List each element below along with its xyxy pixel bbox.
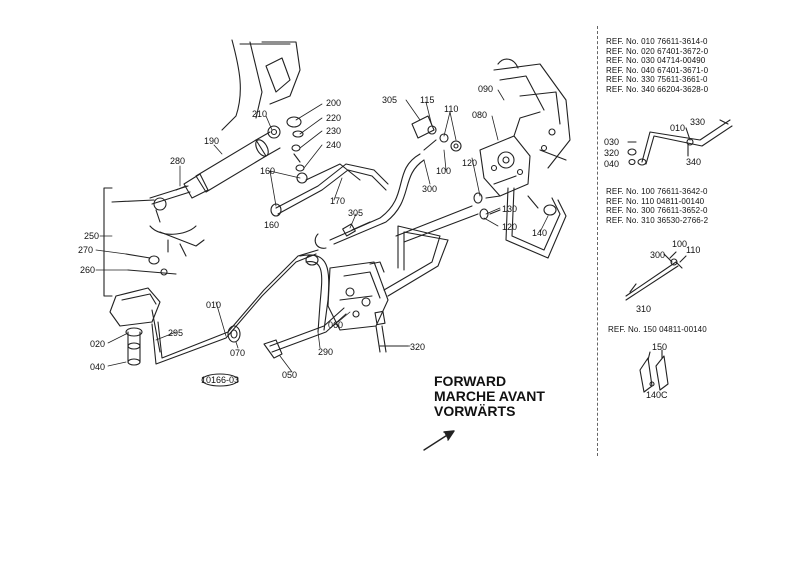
steering-gear-body — [109, 287, 161, 366]
label-210: 210 — [252, 109, 267, 119]
label-020: 020 — [90, 339, 105, 349]
diagram-code-badge: 10166-03 — [201, 373, 239, 387]
label-100: 100 — [436, 166, 451, 176]
label-115: 115 — [420, 95, 434, 105]
detail-label-110: 110 — [686, 245, 700, 255]
panel-divider — [597, 26, 598, 456]
label-260: 260 — [80, 265, 95, 275]
pipe-300 — [329, 153, 425, 245]
label-010: 010 — [206, 300, 221, 310]
ref-group-2: REF. No. 100 76611-3642-0 REF. No. 110 0… — [606, 187, 708, 225]
bolt-set-200-240 — [286, 116, 305, 172]
detail-label-340: 340 — [686, 157, 701, 167]
label-305-upper: 305 — [382, 95, 397, 105]
direction-line-fr: MARCHE AVANT — [434, 388, 545, 404]
detail-label-300: 300 — [650, 250, 665, 260]
detail-pipe-010-330-340 — [627, 119, 733, 166]
label-060: 060 — [328, 320, 343, 330]
label-295: 295 — [168, 328, 183, 338]
pipe-290 — [299, 254, 330, 333]
label-110: 110 — [444, 104, 458, 114]
label-270: 270 — [78, 245, 93, 255]
ref-line: REF. No. 330 75611-3661-0 — [606, 75, 708, 85]
ref-line: REF. No. 150 04811-00140 — [608, 325, 707, 334]
label-160-lower: 160 — [264, 220, 279, 230]
detail-labels: 010 330 030 320 040 340 100 300 110 310 … — [604, 117, 705, 400]
ref-group-1: REF. No. 010 76611-3614-0 REF. No. 020 6… — [606, 37, 708, 95]
fitting-305-115-top — [411, 115, 462, 152]
label-120-upper: 120 — [462, 158, 477, 168]
ref-line: REF. No. 110 04811-00140 — [606, 196, 705, 206]
label-300: 300 — [422, 184, 437, 194]
right-housing-outline — [493, 58, 571, 169]
label-140: 140 — [532, 228, 547, 238]
label-050: 050 — [282, 370, 297, 380]
label-230: 230 — [326, 126, 341, 136]
detail-label-040: 040 — [604, 159, 619, 169]
label-240: 240 — [326, 140, 341, 150]
bracket-250-outline — [103, 187, 113, 297]
direction-label: FORWARD MARCHE AVANT VORWÄRTS — [434, 374, 545, 419]
label-130: 130 — [502, 204, 517, 214]
ref-line: REF. No. 040 67401-3671-0 — [606, 65, 709, 75]
fittings-260-270 — [125, 253, 177, 276]
label-120-lower: 120 — [502, 222, 517, 232]
part-labels: 010 020 040 050 060 070 080 090 100 110 … — [78, 84, 547, 380]
detail-fitting-150 — [639, 349, 669, 393]
label-305-center: 305 — [348, 208, 363, 218]
ref-line: REF. No. 300 76611-3652-0 — [606, 206, 708, 216]
pipe-valve-to-pump — [383, 205, 479, 297]
label-190: 190 — [204, 136, 219, 146]
ref-line: REF. No. 010 76611-3614-0 — [606, 37, 708, 46]
hydraulic-pump-080 — [479, 111, 541, 197]
direction-line-de: VORWÄRTS — [434, 403, 516, 419]
detail-label-030: 030 — [604, 137, 619, 147]
direction-line-en: FORWARD — [434, 373, 507, 389]
label-220: 220 — [326, 113, 341, 123]
label-090: 090 — [478, 84, 493, 94]
detail-pipe-300-310 — [625, 251, 687, 301]
label-080: 080 — [472, 110, 487, 120]
hose-140 — [505, 187, 567, 259]
label-280: 280 — [170, 156, 185, 166]
ref-line: REF. No. 020 67401-3672-0 — [606, 46, 709, 56]
detail-label-330: 330 — [690, 117, 705, 127]
label-160-upper: 160 — [260, 166, 275, 176]
pipe-010-295 — [151, 249, 319, 365]
detail-label-010: 010 — [670, 123, 685, 133]
label-200: 200 — [326, 98, 341, 108]
pump-outlet-fittings — [473, 192, 501, 220]
detail-label-150: 150 — [652, 342, 667, 352]
hose-050 — [263, 307, 347, 359]
detail-label-320: 320 — [604, 148, 619, 158]
diagram-code-text: 10166-03 — [201, 375, 239, 385]
ref-line: REF. No. 100 76611-3642-0 — [606, 187, 708, 196]
ref-line: REF. No. 030 04714-00490 — [606, 56, 706, 66]
collar-070 — [227, 325, 241, 343]
label-290: 290 — [318, 347, 333, 357]
tie-rod-assembly — [111, 185, 205, 257]
power-steering-cylinder — [175, 125, 281, 199]
leader-lines — [95, 89, 549, 373]
fitting-305-center — [314, 221, 371, 249]
ref-group-3: REF. No. 150 04811-00140 — [608, 325, 707, 335]
detail-label-100: 100 — [672, 239, 687, 249]
label-250: 250 — [84, 231, 99, 241]
label-320: 320 — [410, 342, 425, 352]
pipe-320 — [375, 325, 409, 353]
detail-label-140c: 140C — [646, 390, 668, 400]
label-040: 040 — [90, 362, 105, 372]
hose-160-170 — [270, 163, 389, 217]
label-170: 170 — [330, 196, 345, 206]
ref-line: REF. No. 310 36530-2766-2 — [606, 215, 709, 225]
label-070: 070 — [230, 348, 245, 358]
forward-direction-arrow — [423, 430, 455, 451]
engine-housing-outline — [221, 39, 301, 131]
ref-line: REF. No. 340 66204-3628-0 — [606, 84, 709, 94]
detail-label-310: 310 — [636, 304, 651, 314]
